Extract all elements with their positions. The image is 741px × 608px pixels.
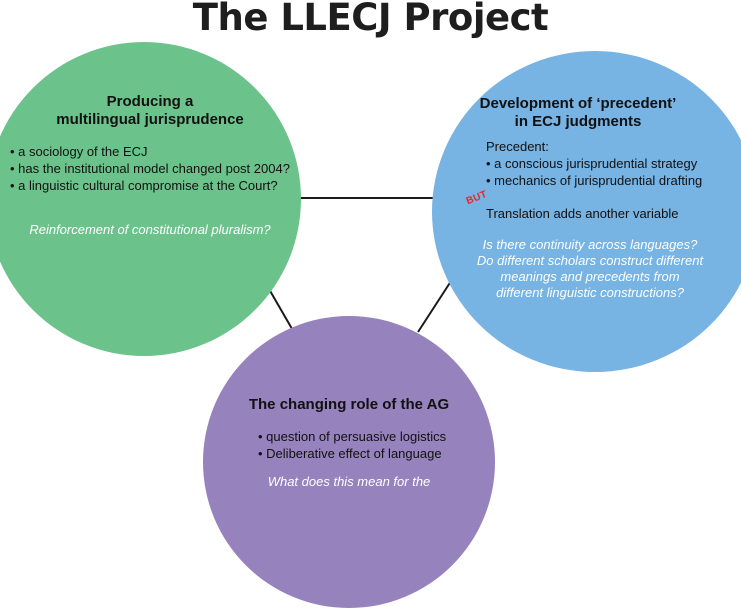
page-title: The LLECJ Project [192,0,549,39]
node-blue-variable-text: Translation adds another variable [486,206,679,221]
node-purple-heading: The changing role of the AG [248,396,450,413]
node-blue-heading-line: in ECJ judgments [514,113,642,130]
node-purple-circle [203,316,495,608]
list-item: question of persuasive logistics [258,428,478,445]
node-blue-question-line: Do different scholars construct differen… [476,253,704,268]
node-blue-heading-line: Development of ‘precedent’ [479,95,677,112]
list-item: Deliberative effect of language [258,445,478,462]
node-purple-bullet-list: question of persuasive logistics Deliber… [258,428,478,462]
node-green-heading: Producing a multilingual jurisprudence [50,93,250,129]
node-green-heading-line: Producing a [106,93,194,110]
node-green-circle [0,42,301,356]
node-green-bullet-list: a sociology of the ECJ has the instituti… [10,143,300,194]
node-blue-circle [432,51,741,372]
node-blue-question-line: meanings and precedents from [500,269,680,284]
node-blue-questions: Is there continuity across languages? Do… [456,237,724,301]
list-item: a linguistic cultural compromise at the … [10,177,300,194]
list-item: has the institutional model changed post… [10,160,300,177]
node-blue-question-line: different linguistic constructions? [496,285,684,300]
node-blue-bullet-list: a conscious jurisprudential strategy mec… [486,155,741,189]
node-blue-label: Precedent: [486,139,549,154]
node-purple-question: What does this mean for the [267,474,431,489]
list-item: a sociology of the ECJ [10,143,300,160]
list-item: mechanics of jurisprudential drafting [486,172,741,189]
node-green-question: Reinforcement of constitutional pluralis… [29,222,271,237]
list-item: a conscious jurisprudential strategy [486,155,741,172]
connector-blue-purple [417,274,456,333]
node-blue-question-line: Is there continuity across languages? [482,237,698,252]
node-green-heading-line: multilingual jurisprudence [56,111,244,128]
node-blue-heading: Development of ‘precedent’ in ECJ judgme… [468,95,688,131]
